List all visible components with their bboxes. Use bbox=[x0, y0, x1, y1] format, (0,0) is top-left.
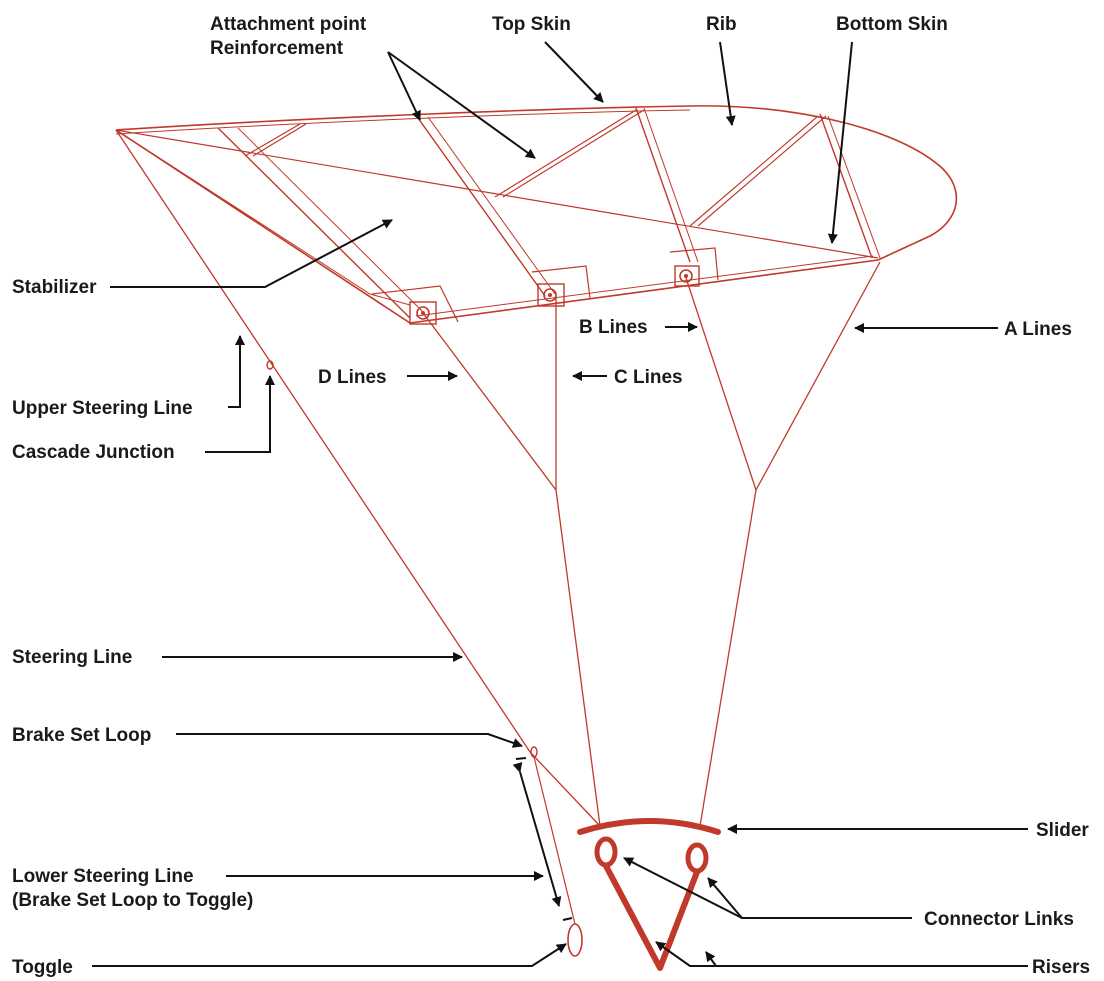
label-rib: Rib bbox=[706, 14, 737, 35]
label-connector-links: Connector Links bbox=[924, 909, 1074, 930]
pointer-risers-right bbox=[705, 951, 717, 967]
pointer-connector-right bbox=[707, 877, 912, 919]
pointer-stabilizer bbox=[110, 219, 393, 288]
pointer-upper-steering bbox=[228, 335, 245, 408]
pointer-toggle bbox=[92, 943, 567, 967]
c-lines bbox=[555, 296, 601, 827]
label-attachment-point: Attachment point bbox=[210, 14, 367, 35]
label-upper-steering-line: Upper Steering Line bbox=[12, 398, 193, 419]
bottom-skin bbox=[409, 259, 879, 324]
pointer-brake-set-loop bbox=[176, 733, 523, 748]
rib-1 bbox=[217, 127, 411, 319]
label-reinforcement: Reinforcement bbox=[210, 38, 344, 59]
attachment-point-3 bbox=[674, 265, 700, 287]
canopy bbox=[115, 105, 958, 325]
pointer-rib bbox=[719, 41, 736, 126]
pointers bbox=[92, 41, 1028, 967]
label-d-lines: D Lines bbox=[318, 367, 387, 388]
label-a-lines: A Lines bbox=[1004, 319, 1072, 340]
suspension-lines bbox=[115, 129, 881, 827]
cascade-junction-marker bbox=[266, 360, 274, 370]
pointer-top-skin bbox=[544, 41, 604, 103]
label-slider: Slider bbox=[1036, 820, 1089, 841]
label-c-lines: C Lines bbox=[614, 367, 683, 388]
label-brake-set-loop: Brake Set Loop bbox=[12, 725, 151, 746]
pointer-bottom-skin bbox=[827, 41, 853, 244]
pointer-attachment-2 bbox=[387, 51, 536, 159]
label-toggle: Toggle bbox=[12, 957, 73, 978]
rib-2 bbox=[417, 117, 546, 297]
connector-link-right bbox=[685, 842, 709, 874]
pointer-brake-range bbox=[512, 761, 562, 907]
label-lower-steering-line-note: (Brake Set Loop to Toggle) bbox=[12, 890, 253, 911]
brake-range-bar bbox=[515, 757, 573, 921]
label-cascade-junction: Cascade Junction bbox=[12, 442, 175, 463]
rib-3 bbox=[635, 107, 691, 263]
pointer-cascade-junction bbox=[205, 375, 275, 453]
rib-4 bbox=[819, 113, 873, 259]
pointer-attachment-1 bbox=[387, 51, 421, 121]
toggle-handle bbox=[567, 923, 583, 957]
labels: Attachment point Reinforcement Top Skin … bbox=[12, 14, 1090, 978]
label-lower-steering-line: Lower Steering Line bbox=[12, 866, 194, 887]
pointer-connector-left bbox=[623, 857, 743, 919]
label-stabilizer: Stabilizer bbox=[12, 277, 97, 298]
label-top-skin: Top Skin bbox=[492, 14, 571, 35]
label-risers: Risers bbox=[1032, 957, 1090, 978]
d-lines bbox=[422, 312, 557, 491]
label-bottom-skin: Bottom Skin bbox=[836, 14, 948, 35]
a-lines bbox=[699, 261, 881, 827]
pointer-risers-left bbox=[655, 941, 1028, 967]
label-steering-line: Steering Line bbox=[12, 647, 132, 668]
harness-hardware bbox=[533, 756, 721, 971]
steering-line bbox=[115, 129, 601, 827]
label-b-lines: B Lines bbox=[579, 317, 648, 338]
risers bbox=[603, 864, 700, 971]
top-skin bbox=[115, 105, 958, 261]
slider-bar bbox=[577, 818, 721, 835]
connector-link-left bbox=[594, 836, 618, 868]
attachment-point-2 bbox=[537, 283, 565, 307]
b-lines bbox=[685, 277, 757, 491]
